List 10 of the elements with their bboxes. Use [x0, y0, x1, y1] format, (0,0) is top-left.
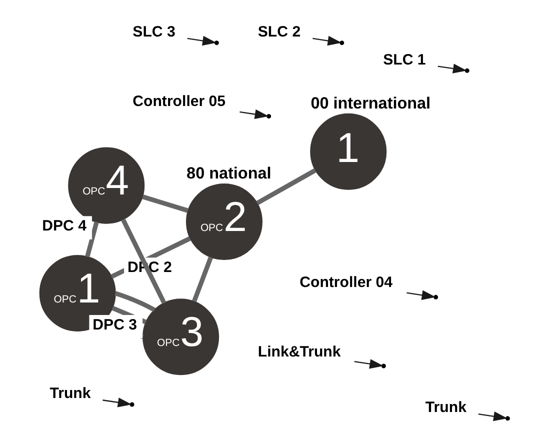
- node-label: 00 international: [310, 94, 430, 112]
- node-text: Controller 04: [299, 274, 392, 291]
- node-text: SLC 2: [257, 23, 300, 40]
- node-text: SLC 3: [132, 23, 175, 40]
- node-text: Trunk: [49, 385, 90, 402]
- node-text: SLC 1: [382, 51, 426, 68]
- node-text: Controller 05: [132, 93, 226, 110]
- node-text: Link&Trunk: [257, 343, 340, 360]
- node-text: Trunk: [424, 399, 466, 416]
- node-label: 80 national: [186, 164, 271, 183]
